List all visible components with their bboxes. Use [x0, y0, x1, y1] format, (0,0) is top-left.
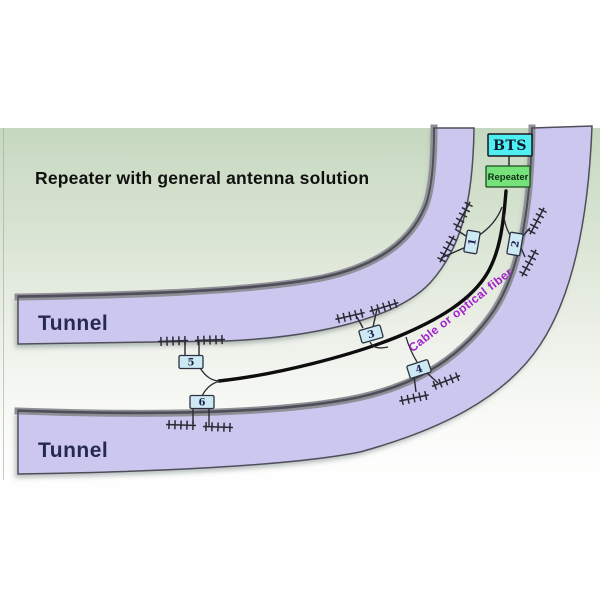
repeater-label: Repeater — [488, 172, 529, 183]
coupler-3-number: 3 — [366, 329, 376, 342]
coupler-4: 4 — [397, 359, 463, 407]
diagram-title: Repeater with general antenna solution — [35, 168, 370, 188]
bts-box — [487, 133, 533, 157]
coupler-5: 5 — [157, 334, 226, 370]
tunnel-lower-label: Tunnel — [38, 439, 108, 462]
coupler-1: 1 — [435, 198, 481, 266]
coupler-4-number: 4 — [414, 364, 424, 377]
main-cable — [217, 189, 508, 383]
repeater-unit: Repeater — [485, 165, 531, 188]
background-left-edge — [3, 128, 4, 480]
tunnel-upper: Tunnel — [14, 124, 475, 345]
coupler-6: 6 — [165, 394, 234, 433]
cable-branches — [199, 206, 511, 397]
tunnel-upper-label: Tunnel — [38, 312, 108, 335]
coupler-1-number: 1 — [467, 238, 479, 247]
coupler-2-number: 2 — [510, 240, 522, 249]
coupler-6-number: 6 — [199, 398, 206, 409]
coupler-3: 3 — [333, 297, 401, 344]
bts-label: BTS — [493, 138, 527, 154]
repeater-box — [485, 165, 531, 188]
bts-unit: BTS — [487, 133, 533, 157]
coupler-2: 2 — [506, 204, 549, 280]
coupler-5-number: 5 — [188, 358, 195, 369]
